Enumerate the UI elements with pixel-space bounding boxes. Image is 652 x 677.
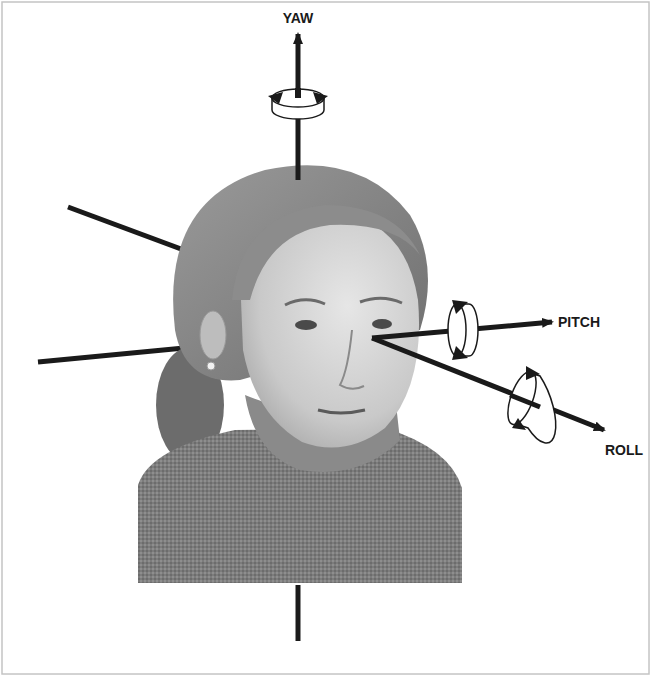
brow: [285, 300, 325, 305]
pitch-label: PITCH: [556, 314, 602, 330]
yaw-rotation-ring: [268, 88, 328, 119]
brow: [360, 298, 402, 303]
nose: [340, 330, 364, 389]
hair-front: [232, 205, 420, 300]
yaw-label: YAW: [281, 10, 316, 26]
roll-axis: [372, 338, 604, 430]
roll-rotation-ring: [502, 366, 556, 443]
roll-label: ROLL: [603, 442, 645, 458]
eye: [295, 320, 317, 330]
ear: [200, 311, 226, 359]
yaw-axis-bottom: [296, 585, 301, 641]
eye: [372, 319, 392, 329]
pitch-rotation-ring: [448, 300, 478, 360]
earring: [207, 362, 215, 370]
mouth: [318, 410, 365, 413]
